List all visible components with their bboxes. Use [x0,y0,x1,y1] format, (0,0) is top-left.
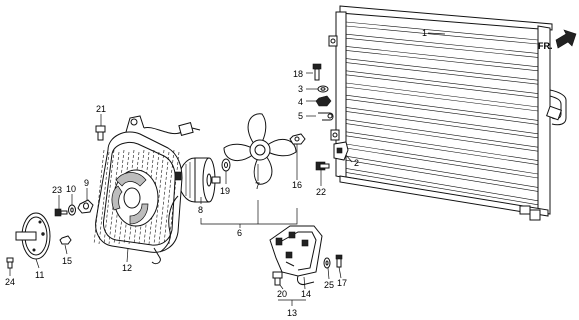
callout-24: 24 [5,277,15,287]
washer-3 [317,85,329,93]
fan-motor [173,157,221,203]
callout-18: 18 [293,69,303,79]
front-direction-arrow: FR. [538,29,577,51]
callout-11: 11 [35,270,44,280]
leader-lines [9,32,446,306]
callout-16: 16 [292,180,302,190]
bolt-23 [54,208,68,217]
nut-16 [289,133,306,145]
bolt-20 [272,271,283,286]
nut-4 [315,95,332,107]
bracket-14 [269,225,323,285]
wiring-harness [143,122,201,253]
callout-9: 9 [84,178,89,188]
callout-5: 5 [298,111,303,121]
callout-4: 4 [298,97,303,107]
callout-17: 17 [337,278,347,288]
callout-3: 3 [298,84,303,94]
nut-15 [59,235,72,245]
washer-19 [221,158,231,172]
callout-14: 14 [301,289,311,299]
callout-25: 25 [324,280,334,290]
condenser [328,5,567,221]
callout-13: 13 [287,308,297,318]
callout-22: 22 [316,187,326,197]
bolt-22 [315,161,330,171]
bolt-18 [312,63,322,81]
bolt-17 [335,254,343,268]
condenser-tubes [345,21,539,206]
nut-9 [77,199,94,214]
callout-6: 6 [237,228,242,238]
callout-12: 12 [122,263,132,273]
fan-shroud [93,115,183,265]
callout-10: 10 [66,184,76,194]
front-direction-label: FR. [538,41,553,51]
clip-5 [318,112,334,121]
callout-21: 21 [96,104,106,114]
spacer-10 [68,204,76,216]
callout-8: 8 [198,205,203,215]
callout-7: 7 [255,181,260,191]
fan-blade [223,113,297,185]
bolt-21 [95,125,106,141]
washer-25 [323,257,331,269]
callout-15: 15 [62,256,72,266]
fan-cover-11 [15,212,51,260]
callout-20: 20 [277,289,287,299]
bolt-24 [6,257,14,269]
callout-1: 1 [422,28,427,38]
callout-labels: 1 2 3 4 5 6 7 8 9 10 11 12 13 14 15 16 1… [5,28,427,318]
callout-23: 23 [52,185,62,195]
callout-2: 2 [354,158,359,168]
callout-19: 19 [220,186,230,196]
